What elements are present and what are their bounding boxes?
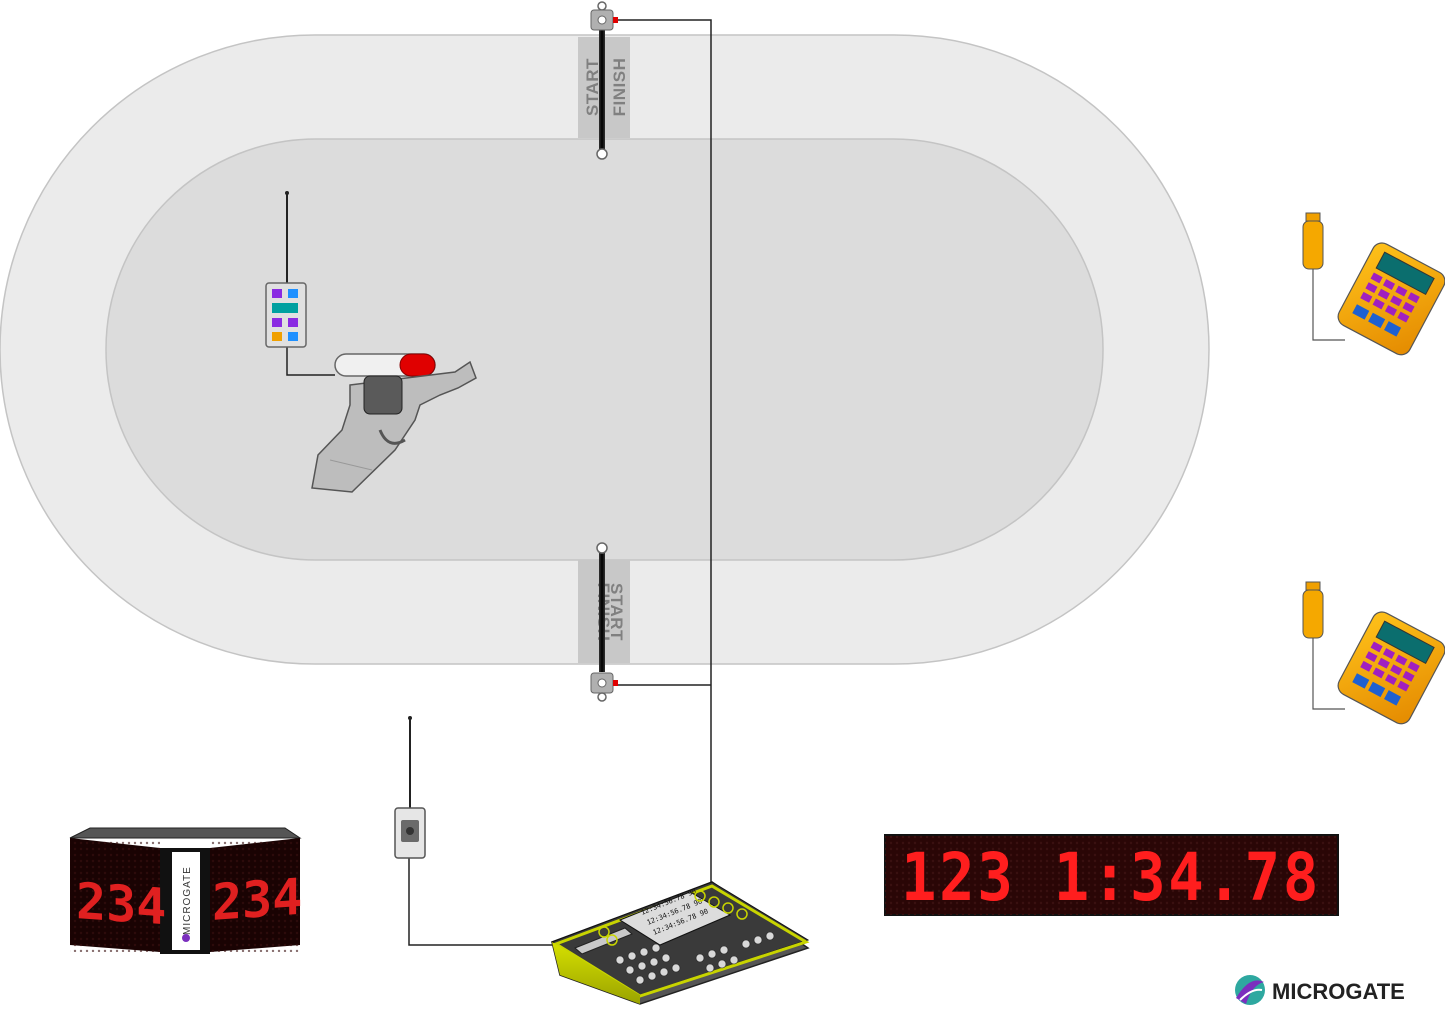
cube-brand-label: MICROGATE	[182, 866, 193, 935]
cable-receiver	[408, 858, 560, 946]
light-beam-top	[599, 30, 605, 152]
cable-lines	[286, 19, 712, 946]
cube-digits-left: 234	[76, 872, 166, 936]
handheld-keypad-icon	[1302, 212, 1445, 356]
microgate-logo: MICROGATE	[1235, 975, 1405, 1005]
cube-display: 234 234 MICROGATE	[69, 827, 302, 954]
brand-name: MICROGATE	[1272, 979, 1405, 1004]
reflector-top	[596, 148, 608, 160]
led-scoreboard: 123 1:34.78	[884, 834, 1339, 916]
scoreboard-time-text: 123 1:34.78	[901, 839, 1321, 916]
gate-label-start-bottom: START	[607, 583, 626, 641]
chronometer-console-icon: 12:34:56.78 90 12:34:56.78 90 12:34:56.7…	[550, 881, 810, 1005]
handheld-keypad-icon	[1302, 581, 1445, 725]
track-infield	[105, 138, 1104, 561]
radio-receiver-icon	[394, 716, 426, 859]
cable-gun	[286, 345, 335, 376]
radio-transmitter-icon	[265, 282, 307, 348]
gate-label-finish-top: FINISH	[610, 58, 629, 117]
cube-digits-right: 234	[212, 868, 302, 932]
cable-top-gate	[618, 19, 712, 888]
bottom-finish-gate: FINISH START	[578, 542, 630, 702]
photocell-icon	[590, 672, 618, 702]
gate-label-start-top: START	[583, 58, 602, 116]
starting-pistol-icon	[265, 191, 477, 493]
light-beam-bottom	[599, 550, 605, 672]
top-finish-gate: START FINISH	[578, 1, 630, 160]
reflector-bottom	[596, 542, 608, 554]
photocell-icon	[590, 1, 618, 31]
microgate-logo-icon	[1235, 975, 1265, 1005]
cube-logo-icon	[182, 934, 190, 942]
